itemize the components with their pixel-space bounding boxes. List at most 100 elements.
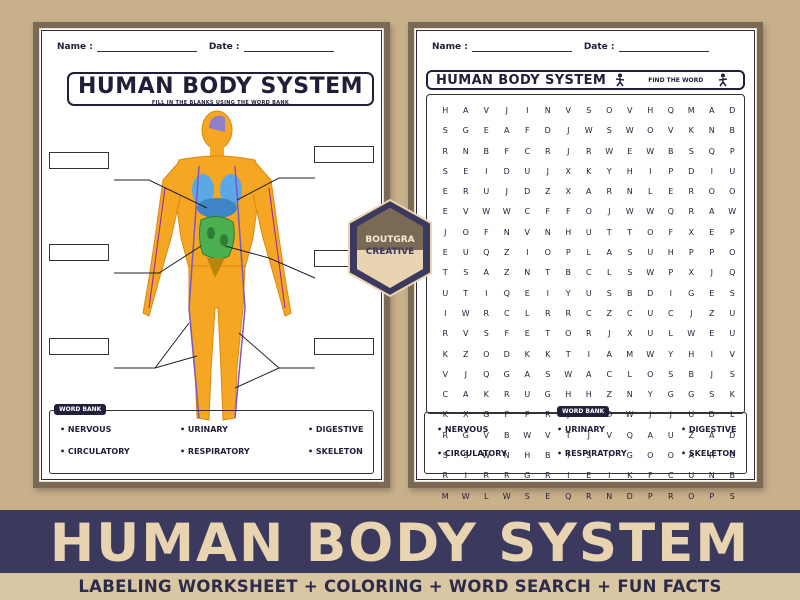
grid-letter[interactable]: A xyxy=(463,106,469,115)
grid-letter[interactable]: W xyxy=(625,126,634,136)
grid-letter[interactable]: D xyxy=(524,187,531,197)
grid-letter[interactable]: T xyxy=(606,227,612,237)
grid-letter[interactable]: H xyxy=(585,390,592,400)
grid-letter[interactable]: U xyxy=(647,308,654,318)
grid-letter[interactable]: B xyxy=(483,146,490,156)
grid-letter[interactable]: N xyxy=(708,126,715,136)
grid-letter[interactable]: J xyxy=(567,126,570,136)
grid-letter[interactable]: U xyxy=(585,227,592,237)
grid-letter[interactable]: H xyxy=(688,349,695,359)
grid-letter[interactable]: U xyxy=(647,248,654,258)
grid-letter[interactable]: O xyxy=(565,329,572,339)
grid-letter[interactable]: B xyxy=(668,146,674,156)
grid-letter[interactable]: Z xyxy=(606,308,612,318)
grid-letter[interactable]: W xyxy=(584,126,593,136)
grid-letter[interactable]: A xyxy=(709,106,715,115)
label-blank-6[interactable] xyxy=(314,338,374,355)
grid-letter[interactable]: P xyxy=(729,146,735,156)
grid-letter[interactable]: W xyxy=(502,491,511,501)
grid-letter[interactable]: G xyxy=(483,410,490,420)
grid-letter[interactable]: K xyxy=(586,166,592,176)
grid-letter[interactable]: C xyxy=(442,390,449,400)
grid-letter[interactable]: N xyxy=(626,187,633,197)
grid-letter[interactable]: W xyxy=(646,268,655,278)
grid-letter[interactable]: S xyxy=(463,268,469,278)
grid-letter[interactable]: V xyxy=(442,369,448,379)
grid-letter[interactable]: E xyxy=(442,187,448,197)
grid-letter[interactable]: L xyxy=(627,369,632,379)
grid-letter[interactable]: C xyxy=(524,146,531,156)
grid-letter[interactable]: C xyxy=(585,268,592,278)
grid-letter[interactable]: J xyxy=(608,329,611,339)
grid-letter[interactable]: N xyxy=(606,491,613,501)
grid-letter[interactable]: J xyxy=(690,308,693,318)
grid-letter[interactable]: V xyxy=(545,430,551,440)
grid-letter[interactable]: O xyxy=(667,451,674,461)
grid-letter[interactable]: H xyxy=(565,227,572,237)
grid-letter[interactable]: S xyxy=(606,126,612,136)
grid-letter[interactable]: S xyxy=(668,369,674,379)
grid-letter[interactable]: U xyxy=(483,187,490,197)
grid-letter[interactable]: T xyxy=(565,349,571,359)
grid-letter[interactable]: P xyxy=(709,248,715,258)
grid-letter[interactable]: S xyxy=(442,126,448,136)
label-blank-2[interactable] xyxy=(49,244,109,261)
grid-letter[interactable]: G xyxy=(524,471,531,481)
grid-letter[interactable]: A xyxy=(709,430,715,440)
grid-letter[interactable]: Q xyxy=(483,369,490,379)
grid-letter[interactable]: G xyxy=(667,390,674,400)
grid-letter[interactable]: K xyxy=(442,410,448,420)
grid-letter[interactable]: J xyxy=(608,207,611,217)
grid-letter[interactable]: K xyxy=(688,126,694,136)
grid-letter[interactable]: S xyxy=(627,248,633,258)
grid-letter[interactable]: K xyxy=(524,349,530,359)
grid-letter[interactable]: O xyxy=(585,207,592,217)
grid-letter[interactable]: F xyxy=(668,227,674,237)
grid-letter[interactable]: R xyxy=(442,471,449,481)
label-blank-4[interactable] xyxy=(314,146,374,163)
grid-letter[interactable]: W xyxy=(625,207,634,217)
grid-letter[interactable]: W xyxy=(605,146,614,156)
grid-letter[interactable]: X xyxy=(565,187,571,197)
grid-letter[interactable]: P xyxy=(729,227,735,237)
grid-letter[interactable]: I xyxy=(710,349,713,359)
grid-letter[interactable]: U xyxy=(524,166,531,176)
grid-letter[interactable]: U xyxy=(462,248,469,258)
grid-letter[interactable]: B xyxy=(729,126,736,136)
grid-letter[interactable]: W xyxy=(687,329,696,339)
grid-letter[interactable]: V xyxy=(463,207,469,217)
grid-letter[interactable]: S xyxy=(606,288,612,298)
grid-letter[interactable]: S xyxy=(442,166,448,176)
grid-letter[interactable]: Q xyxy=(729,268,736,278)
grid-letter[interactable]: O xyxy=(729,248,736,258)
grid-letter[interactable]: R xyxy=(585,491,592,501)
grid-letter[interactable]: L xyxy=(586,248,591,258)
grid-letter[interactable]: R xyxy=(503,390,510,400)
grid-letter[interactable]: L xyxy=(607,268,612,278)
grid-letter[interactable]: E xyxy=(709,227,715,237)
grid-letter[interactable]: R xyxy=(688,207,695,217)
grid-letter[interactable]: O xyxy=(544,248,551,258)
grid-letter[interactable]: D xyxy=(503,166,510,176)
grid-letter[interactable]: C xyxy=(667,308,674,318)
grid-letter[interactable]: D xyxy=(729,430,736,440)
grid-letter[interactable]: C xyxy=(606,369,613,379)
grid-letter[interactable]: J xyxy=(444,227,447,237)
grid-letter[interactable]: A xyxy=(463,390,469,400)
grid-letter[interactable]: V xyxy=(463,329,469,339)
grid-letter[interactable]: H xyxy=(524,451,531,461)
grid-letter[interactable]: F xyxy=(504,410,510,420)
grid-letter[interactable]: O xyxy=(688,491,695,501)
grid-letter[interactable]: Y xyxy=(565,288,571,298)
grid-letter[interactable]: U xyxy=(688,471,695,481)
grid-letter[interactable]: U xyxy=(667,430,674,440)
grid-letter[interactable]: S xyxy=(729,491,735,501)
grid-letter[interactable]: R xyxy=(483,471,490,481)
grid-letter[interactable]: V xyxy=(483,430,489,440)
grid-letter[interactable]: W xyxy=(728,207,737,217)
grid-letter[interactable]: B xyxy=(565,268,572,278)
grid-letter[interactable]: F xyxy=(504,329,510,339)
grid-letter[interactable]: N xyxy=(524,268,531,278)
grid-letter[interactable]: C xyxy=(503,308,510,318)
grid-letter[interactable]: W xyxy=(502,207,511,217)
